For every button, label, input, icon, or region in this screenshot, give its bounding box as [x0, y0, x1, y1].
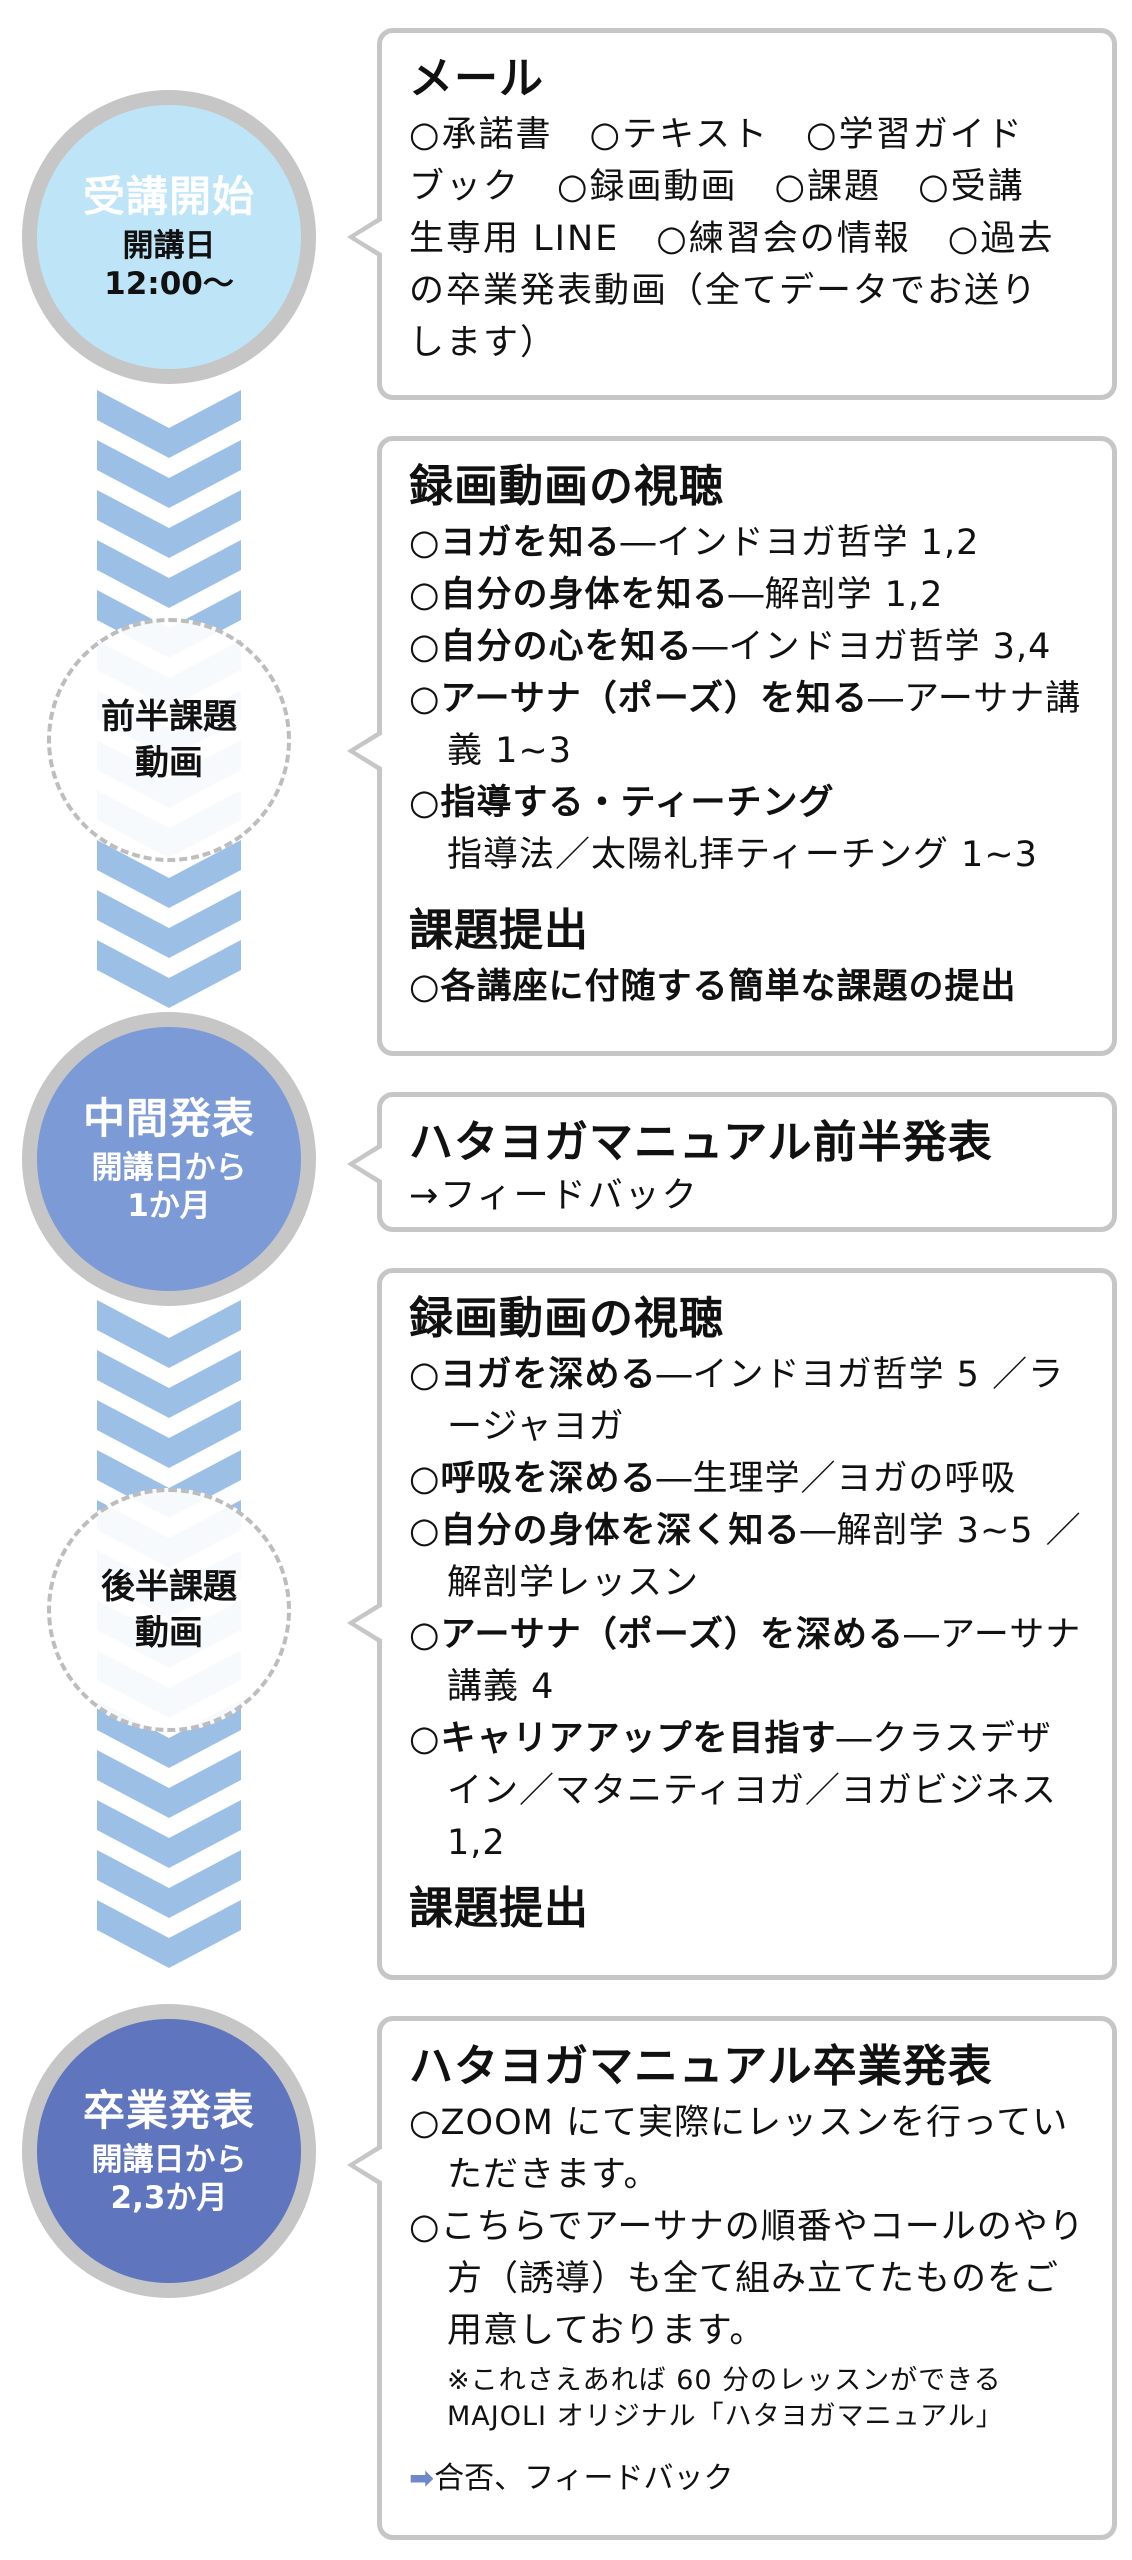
chevron-down-icon [97, 1400, 241, 1468]
list-item: ○ヨガを深める―インドヨガ哲学 5 ／ラージャヨガ [409, 1349, 1086, 1453]
item-rest: 指導法／太陽礼拝ティーチング 1~3 [447, 835, 1038, 875]
arrow-right-icon: ➡ [409, 2461, 435, 2496]
step-second-half-videos: 後半課題 動画 [47, 1488, 291, 1732]
item-bold: ○ヨガを深める [409, 1355, 657, 1395]
step-title: 受講開始 [82, 172, 255, 221]
item-bold: ○呼吸を深める [409, 1459, 657, 1499]
step-title: 中間発表 [82, 1094, 255, 1143]
chevron-down-icon [97, 540, 241, 608]
item-rest: ―インドヨガ哲学 5 ／ラージャヨガ [447, 1355, 1065, 1447]
item-bold: ○アーサナ（ポーズ）を深める [409, 1615, 904, 1655]
step-sub-line: 1か月 [127, 1188, 211, 1224]
chevron-down-icon [97, 1350, 241, 1418]
list-item: ○キャリアアップを目指す―クラスデザイン／マタニティヨガ／ヨガビジネス 1,2 [409, 1713, 1086, 1869]
list-item: ○自分の身体を深く知る―解剖学 3~5 ／解剖学レッスン [409, 1505, 1086, 1609]
step-midterm-presentation: 中間発表 開講日から 1か月 [22, 1012, 316, 1306]
item-rest: ―インドヨガ哲学 1,2 [620, 523, 980, 563]
result-text: 合否、フィードバック [434, 2461, 734, 2496]
box-heading-2: 課題提出 [409, 905, 589, 956]
item-rest: ―生理学／ヨガの呼吸 [656, 1459, 1017, 1499]
step-course-start: 受講開始 開講日 12:00～ [22, 90, 316, 384]
box-first-half: 録画動画の視聴 ○ヨガを知る―インドヨガ哲学 1,2 ○自分の身体を知る―解剖学… [347, 436, 1117, 1056]
item-bold: ○各講座に付随する簡単な課題の提出 [409, 967, 1017, 1007]
mail-line: の卒業発表動画（全てデータでお送り [409, 271, 1039, 311]
chevron-down-icon [97, 1850, 241, 1918]
chevron-down-icon [97, 440, 241, 508]
box-second-half: 録画動画の視聴 ○ヨガを深める―インドヨガ哲学 5 ／ラージャヨガ ○呼吸を深め… [347, 1268, 1117, 1980]
item-bold: ○自分の身体を知る [409, 575, 729, 615]
box-midterm: ハタヨガマニュアル前半発表 →フィードバック [347, 1092, 1117, 1232]
item-rest: ―解剖学 3~5 ／解剖学レッスン [447, 1511, 1082, 1603]
step-title: 動画 [135, 1613, 203, 1653]
step-first-half-videos: 前半課題 動画 [47, 618, 291, 862]
mail-line: ○承諾書 ○テキスト ○学習ガイド [409, 115, 1024, 155]
step-sub-line: 2,3か月 [110, 2180, 228, 2216]
note-line: MAJOLI オリジナル「ハタヨガマニュアル」 [447, 2401, 1004, 2432]
box-heading-2: 課題提出 [409, 1883, 589, 1934]
item-bold: ○指導する・ティーチング [409, 783, 835, 823]
list-item: ○各講座に付随する簡単な課題の提出 [409, 961, 1086, 1013]
list-item: ○こちらでアーサナの順番やコールのやり方（誘導）も全て組み立てたものをご用意して… [409, 2207, 1085, 2351]
box-pointer [355, 734, 383, 768]
list-item: ○呼吸を深める―生理学／ヨガの呼吸 [409, 1453, 1086, 1505]
item-rest: ―アーサナ講義 4 [447, 1615, 1082, 1707]
chevron-down-icon [97, 1700, 241, 1768]
feedback-line: →フィードバック [409, 1176, 699, 1216]
chevron-down-icon [97, 1300, 241, 1368]
item-bold: ○自分の身体を深く知る [409, 1511, 801, 1551]
item-rest: ―インドヨガ哲学 3,4 [692, 627, 1052, 667]
list-item: ○アーサナ（ポーズ）を知る―アーサナ講義 1~3 [409, 673, 1086, 777]
chevron-down-icon [97, 1900, 241, 1968]
chevron-down-icon [97, 390, 241, 458]
box-heading: ハタヨガマニュアル前半発表 [409, 1117, 993, 1168]
item-rest: ―アーサナ講義 1~3 [447, 679, 1082, 771]
note-line: ※これさえあれば 60 分のレッスンができる [447, 2365, 1002, 2396]
chevron-down-icon [97, 1750, 241, 1818]
chevron-down-icon [97, 940, 241, 1008]
chevron-down-icon [97, 490, 241, 558]
list-item: ○自分の心を知る―インドヨガ哲学 3,4 [409, 621, 1086, 673]
step-title: 後半課題 [101, 1567, 237, 1607]
step-title: 前半課題 [101, 697, 237, 737]
box-heading: メール [409, 53, 544, 104]
box-pointer [355, 1147, 383, 1181]
step-sub-line: 開講日から [91, 2142, 247, 2178]
box-pointer [355, 2148, 383, 2182]
step-sub-line: 12:00～ [104, 266, 234, 302]
box-pointer [355, 1606, 383, 1640]
list-item: ○自分の身体を知る―解剖学 1,2 [409, 569, 1086, 621]
box-heading: 録画動画の視聴 [409, 1293, 724, 1344]
item-bold: ○ヨガを知る [409, 523, 621, 563]
step-graduation-presentation: 卒業発表 開講日から 2,3か月 [22, 2004, 316, 2298]
chevron-down-icon [97, 1800, 241, 1868]
list-item: ○アーサナ（ポーズ）を深める―アーサナ講義 4 [409, 1609, 1086, 1713]
item-bold: ○キャリアアップを目指す [409, 1719, 837, 1759]
box-heading: 録画動画の視聴 [409, 461, 724, 512]
mail-line: します） [409, 323, 558, 363]
list-item: ○ヨガを知る―インドヨガ哲学 1,2 [409, 517, 1086, 569]
item-bold: ○自分の心を知る [409, 627, 693, 667]
item-rest: ―クラスデザイン／マタニティヨガ／ヨガビジネス 1,2 [447, 1719, 1057, 1863]
item-bold: ○アーサナ（ポーズ）を知る [409, 679, 868, 719]
step-title: 卒業発表 [82, 2086, 255, 2135]
step-sub-line: 開講日 [122, 228, 216, 264]
item-rest: ―解剖学 1,2 [728, 575, 944, 615]
mail-line: 生専用 LINE ○練習会の情報 ○過去 [409, 219, 1055, 259]
box-heading: ハタヨガマニュアル卒業発表 [409, 2041, 993, 2092]
result-line: ➡合否、フィードバック [409, 2457, 1086, 2501]
list-item: ○ZOOM にて実際にレッスンを行っていただきます。 [409, 2103, 1069, 2195]
box-mail: メール ○承諾書 ○テキスト ○学習ガイド ブック ○録画動画 ○課題 ○受講 … [347, 28, 1117, 400]
chevron-down-icon [97, 890, 241, 958]
box-graduation: ハタヨガマニュアル卒業発表 ○ZOOM にて実際にレッスンを行っていただきます。… [347, 2016, 1117, 2540]
step-sub-line: 開講日から [91, 1150, 247, 1186]
mail-line: ブック ○録画動画 ○課題 ○受講 [409, 167, 1025, 207]
chevron-down-icon [97, 840, 241, 908]
step-title: 動画 [135, 743, 203, 783]
box-pointer [355, 220, 383, 254]
list-item: ○指導する・ティーチング指導法／太陽礼拝ティーチング 1~3 [409, 777, 1086, 881]
